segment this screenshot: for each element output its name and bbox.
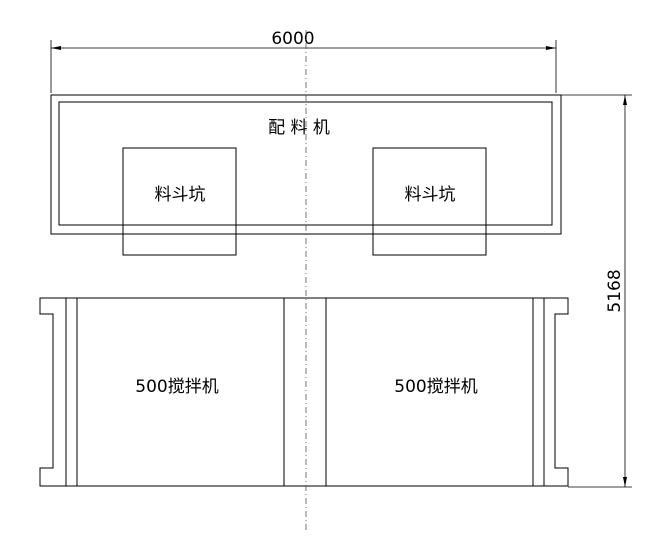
height-arrow-bottom bbox=[623, 477, 627, 487]
height-dimension: 5168 bbox=[560, 94, 632, 488]
width-arrow-left bbox=[51, 46, 61, 50]
hopper-pit-left-label: 料斗坑 bbox=[155, 185, 206, 205]
hopper-pit-left-box bbox=[122, 147, 237, 256]
mixer-right-label: 500搅拌机 bbox=[394, 377, 477, 397]
mixer-left-end-bracket bbox=[39, 297, 66, 487]
mixer-assembly: 500搅拌机 500搅拌机 bbox=[39, 297, 569, 487]
batching-machine-label: 配 料 机 bbox=[268, 118, 330, 138]
batching-machine: 配 料 机 bbox=[50, 94, 562, 235]
height-dimension-label: 5168 bbox=[605, 269, 625, 312]
height-arrow-top bbox=[623, 95, 627, 105]
hopper-pit-right-box bbox=[372, 147, 487, 256]
width-arrow-right bbox=[546, 46, 556, 50]
hopper-pit-right: 料斗坑 bbox=[372, 147, 487, 256]
mixer-left-label: 500搅拌机 bbox=[135, 377, 218, 397]
hopper-pit-left: 料斗坑 bbox=[122, 147, 237, 256]
width-dimension: 6000 bbox=[50, 29, 557, 93]
batching-machine-inner bbox=[58, 101, 553, 226]
width-dimension-label: 6000 bbox=[271, 29, 314, 49]
mixer-right-end-bracket bbox=[544, 297, 569, 487]
hopper-pit-right-label: 料斗坑 bbox=[405, 185, 456, 205]
